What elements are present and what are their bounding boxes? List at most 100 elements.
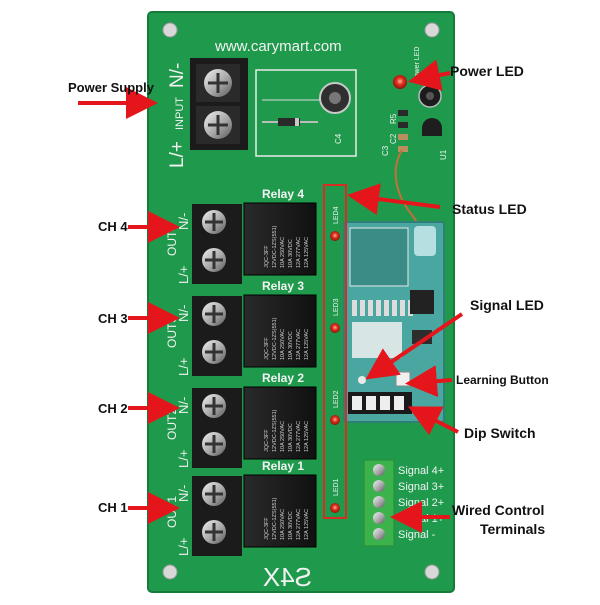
smd-r5 <box>398 110 408 116</box>
status-led <box>330 415 340 425</box>
learning-button <box>395 371 411 387</box>
relay-name: Relay 3 <box>262 279 304 293</box>
input-label-n: N/- <box>167 63 188 88</box>
screw-slot <box>205 251 223 269</box>
relay-print-text: JQC-3FF <box>264 337 270 360</box>
relay-print-text: 10A 250VAC <box>280 421 286 452</box>
capacitor-c4 <box>319 82 351 114</box>
callout-ch3: CH 3 <box>98 311 128 326</box>
relay-print-text: 10A 30VDC <box>288 239 294 268</box>
status-led-label: LED4 <box>333 206 340 224</box>
arrow-signal-led <box>365 312 464 380</box>
board-url: www.carymart.com <box>214 38 342 55</box>
relay-print-text: 12VDC-1ZS(551) <box>272 317 278 360</box>
relay-print-text: 10A 250VAC <box>280 237 286 268</box>
wired-control-terminal-block <box>363 459 395 547</box>
dip-switch <box>348 392 412 414</box>
relay-print-text: 12A 277VAC <box>296 509 302 540</box>
relay-print-text: 10A 30VDC <box>288 331 294 360</box>
relay-print-text: 10A 30VDC <box>288 423 294 452</box>
relay-body <box>243 294 317 368</box>
arrow-status-led <box>347 183 441 215</box>
relay-name: Relay 4 <box>262 187 304 201</box>
output-name-label: OUT1 <box>165 496 179 528</box>
callout-ch4: CH 4 <box>98 219 128 234</box>
silk-r5: R5 <box>389 113 398 124</box>
relay-print-text: 12A 277VAC <box>296 421 302 452</box>
silk-power-led: Power LED <box>414 47 421 82</box>
relay-print-text: JQC-3FF <box>264 517 270 540</box>
wired-terminal-label-3: Signal 3+ <box>398 481 444 493</box>
smd-c3 <box>398 146 408 152</box>
mounting-hole <box>424 22 440 38</box>
mounting-hole <box>162 564 178 580</box>
relay-print-text: JQC-3FF <box>264 429 270 452</box>
screw-slot <box>205 213 223 231</box>
arrow-learning-button <box>405 365 453 398</box>
output-l-label: L/+ <box>176 538 191 556</box>
relay-body <box>243 474 317 548</box>
output-l-label: L/+ <box>176 450 191 468</box>
status-led-label: LED3 <box>333 298 340 316</box>
input-label-input: INPUT <box>174 97 186 130</box>
output-l-label: L/+ <box>176 358 191 376</box>
callout-dip-switch: Dip Switch <box>464 425 536 441</box>
callout-wired-control-line1: Wired Control <box>452 502 545 518</box>
relay-body <box>243 386 317 460</box>
transistor-u1 <box>422 118 442 136</box>
silk-c2: C2 <box>389 133 398 144</box>
callout-ch2: CH 2 <box>98 401 128 416</box>
screw-slot <box>205 523 223 541</box>
power-input-terminal <box>190 58 248 150</box>
status-led-label: LED1 <box>333 478 340 496</box>
relay-print-text: 12A 125VAC <box>304 509 310 540</box>
mounting-hole <box>424 564 440 580</box>
arrow-dip-switch <box>407 406 459 436</box>
diode <box>262 118 318 126</box>
wired-terminal-label-4: Signal 4+ <box>398 465 444 477</box>
callout-signal-led: Signal LED <box>470 297 544 313</box>
silk-c4: C4 <box>334 133 343 144</box>
status-led <box>330 503 340 513</box>
wired-terminal-label-2: Signal 2+ <box>398 497 444 509</box>
silk-u1: U1 <box>439 149 448 160</box>
screw-slot <box>205 305 223 323</box>
relay-print-text: 12A 277VAC <box>296 329 302 360</box>
regulator-capacitor <box>418 84 442 108</box>
callout-status-led: Status LED <box>452 201 527 217</box>
callout-power-led: Power LED <box>450 63 524 79</box>
output-name-label: OUT3 <box>165 316 179 348</box>
screw-slot <box>205 435 223 453</box>
smd-c2 <box>398 134 408 140</box>
relay-print-text: 12A 125VAC <box>304 237 310 268</box>
relay-print-text: 12A 125VAC <box>304 329 310 360</box>
signal-led <box>358 376 366 384</box>
status-led-highlight <box>323 184 347 519</box>
relay-print-text: 12A 125VAC <box>304 421 310 452</box>
screw-slot <box>205 343 223 361</box>
relay-print-text: 10A 250VAC <box>280 329 286 360</box>
callout-wired-control-line2: Terminals <box>480 521 546 537</box>
power-circuit-outline <box>255 69 357 157</box>
relay-print-text: 10A 250VAC <box>280 509 286 540</box>
screw-slot <box>205 485 223 503</box>
silk-c3: C3 <box>381 145 390 156</box>
arrow-power-led <box>408 59 451 91</box>
relay-print-text: 12VDC-1ZS(551) <box>272 497 278 540</box>
board-model: S4X <box>263 562 312 592</box>
relay-name: Relay 2 <box>262 371 304 385</box>
mounting-hole <box>162 22 178 38</box>
status-led <box>330 323 340 333</box>
relay-print-text: 12VDC-1ZS(551) <box>272 225 278 268</box>
status-led <box>330 231 340 241</box>
relay-print-text: JQC-3FF <box>264 245 270 268</box>
callout-ch1: CH 1 <box>98 500 128 515</box>
input-label-l: L/+ <box>167 141 188 168</box>
relay-print-text: 10A 30VDC <box>288 511 294 540</box>
relay-name: Relay 1 <box>262 459 304 473</box>
wired-terminal-label-minus: Signal - <box>398 529 436 541</box>
